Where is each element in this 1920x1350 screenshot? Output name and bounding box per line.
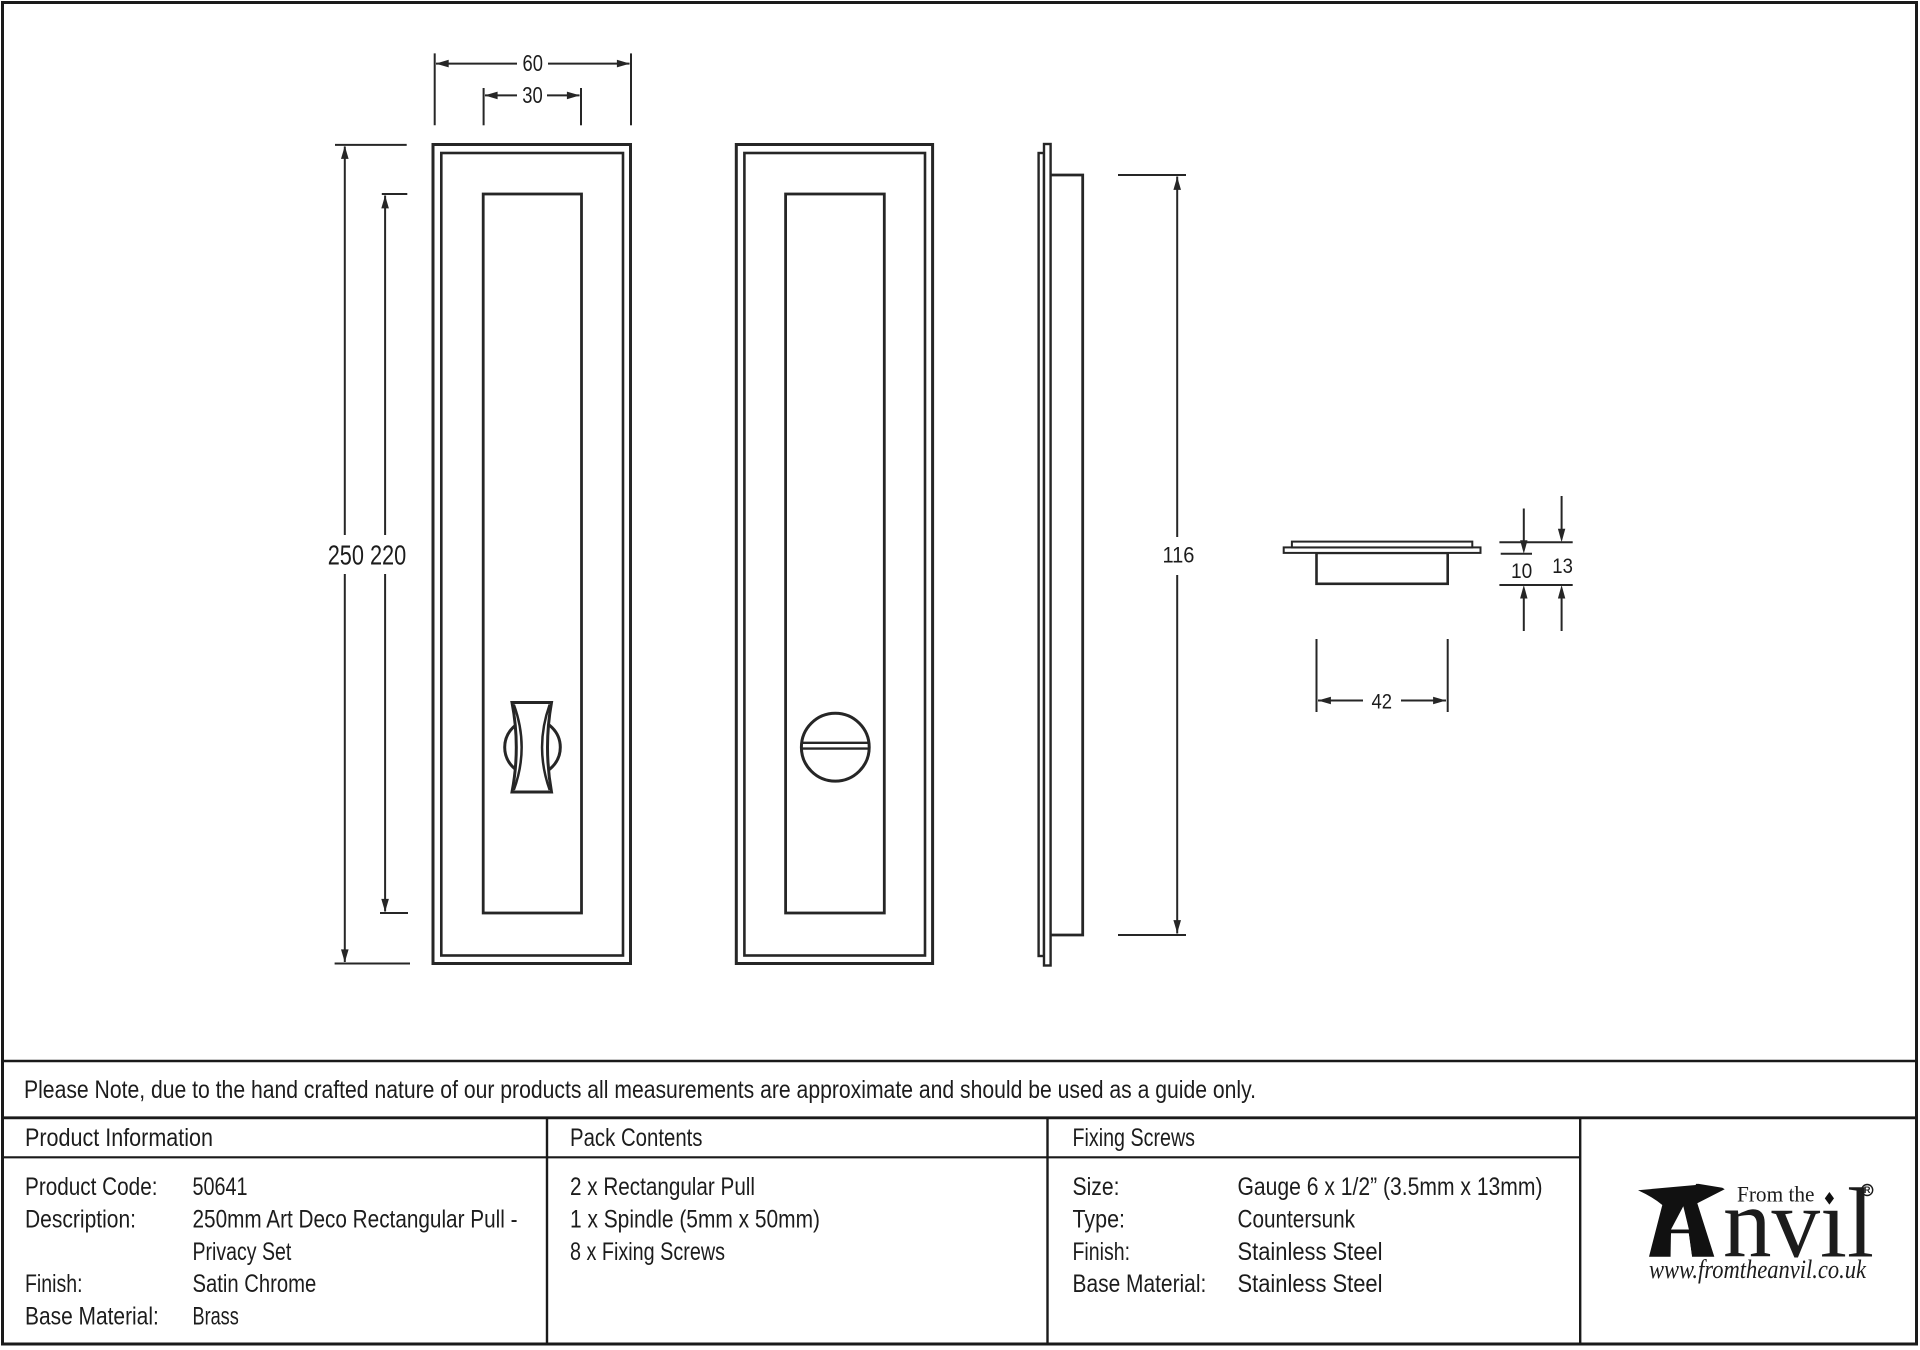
svg-text:nvıl: nvıl xyxy=(1723,1168,1874,1279)
svg-text:Finish:: Finish: xyxy=(25,1270,83,1298)
svg-text:Fixing Screws: Fixing Screws xyxy=(1073,1124,1196,1152)
svg-text:Brass: Brass xyxy=(193,1303,239,1331)
svg-text:Satin Chrome: Satin Chrome xyxy=(193,1270,317,1298)
svg-text:Privacy Set: Privacy Set xyxy=(193,1238,292,1266)
svg-text:8 x Fixing Screws: 8 x Fixing Screws xyxy=(570,1238,725,1266)
svg-text:Product Information: Product Information xyxy=(25,1124,213,1152)
svg-text:2 x Rectangular Pull: 2 x Rectangular Pull xyxy=(570,1173,755,1201)
svg-text:Base Material:: Base Material: xyxy=(1073,1270,1207,1298)
svg-text:13: 13 xyxy=(1552,555,1573,578)
svg-text:Countersunk: Countersunk xyxy=(1238,1205,1356,1233)
svg-text:Base Material:: Base Material: xyxy=(25,1303,159,1331)
svg-text:250 220: 250 220 xyxy=(328,541,406,571)
svg-text:Product Code:: Product Code: xyxy=(25,1173,158,1201)
svg-text:Size:: Size: xyxy=(1073,1173,1120,1201)
svg-text:42: 42 xyxy=(1372,690,1393,713)
svg-text:10: 10 xyxy=(1511,560,1532,583)
svg-text:Pack Contents: Pack Contents xyxy=(570,1124,703,1152)
svg-text:R: R xyxy=(1864,1185,1871,1195)
svg-text:Description:: Description: xyxy=(25,1205,136,1233)
svg-text:1 x Spindle (5mm x 50mm): 1 x Spindle (5mm x 50mm) xyxy=(570,1205,820,1233)
svg-text:116: 116 xyxy=(1163,542,1195,567)
svg-text:Type:: Type: xyxy=(1073,1205,1126,1233)
svg-text:Stainless Steel: Stainless Steel xyxy=(1238,1270,1383,1298)
svg-text:Stainless Steel: Stainless Steel xyxy=(1238,1238,1383,1266)
svg-text:50641: 50641 xyxy=(193,1173,248,1201)
svg-text:Finish:: Finish: xyxy=(1073,1238,1131,1266)
svg-text:250mm Art Deco Rectangular Pul: 250mm Art Deco Rectangular Pull - xyxy=(193,1205,518,1233)
svg-text:www.fromtheanvil.co.uk: www.fromtheanvil.co.uk xyxy=(1649,1255,1866,1284)
svg-text:30: 30 xyxy=(522,83,542,108)
svg-text:Please Note, due to the hand c: Please Note, due to the hand crafted nat… xyxy=(24,1076,1256,1104)
svg-text:Gauge 6 x 1/2” (3.5mm x 13mm): Gauge 6 x 1/2” (3.5mm x 13mm) xyxy=(1238,1173,1543,1201)
svg-text:60: 60 xyxy=(523,51,543,76)
svg-text:From the: From the xyxy=(1737,1182,1815,1207)
